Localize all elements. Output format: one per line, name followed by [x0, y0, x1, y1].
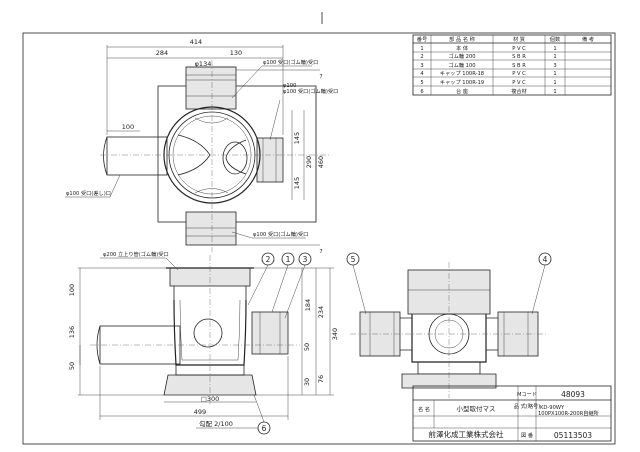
dim-145-upper: 145	[293, 132, 301, 144]
plan-right-socket	[256, 137, 284, 183]
dim-front-76: 76	[317, 375, 325, 383]
dim-front-base: □300	[201, 395, 220, 403]
balloon-6: 6	[253, 394, 271, 435]
table-cell: P V C	[512, 71, 526, 77]
table-cell: ゴム輪 100	[448, 61, 475, 69]
svg-text:5: 5	[351, 255, 356, 264]
label-bottom-socket: φ100 受口(ゴム輪)受口	[253, 230, 308, 238]
dim-130: 130	[230, 49, 242, 57]
dim-front-184: 184	[304, 299, 312, 311]
dim-290: 290	[305, 156, 313, 168]
table-cell: 複合材	[511, 87, 527, 95]
parts-table: 番号 部 品 名 称 材 質 個数 備 考 1 本 体 P V C 1 2 ゴム…	[412, 34, 612, 96]
dim-7-bottom: 7	[319, 249, 322, 255]
label-right-socket: φ100 受口(ゴム輪)受口	[283, 87, 338, 95]
svg-text:4: 4	[543, 255, 548, 264]
table-cell: 1	[553, 80, 556, 86]
svg-text:1: 1	[286, 255, 291, 264]
table-header-note: 備 考	[582, 35, 594, 43]
table-cell: P V C	[512, 80, 526, 86]
table-header-qty: 個数	[550, 35, 561, 43]
front-right-socket	[251, 311, 289, 355]
dim-7-top: 7	[319, 74, 322, 80]
label-left-socket: φ100 受口(差し)口	[66, 189, 111, 197]
dim-145-lower: 145	[293, 177, 301, 189]
model-label: 品 式(略号)	[514, 402, 540, 410]
table-cell: 3	[553, 63, 556, 69]
plan-body-outline	[157, 85, 317, 223]
name-label: 名 名	[418, 405, 430, 413]
table-cell: 本 体	[456, 44, 469, 52]
balloon-5: 5	[346, 252, 367, 315]
product-name: 小型取付マス	[457, 404, 496, 413]
balloon-2: 2	[247, 252, 275, 306]
svg-text:2: 2	[266, 255, 271, 264]
table-header-no: 番号	[417, 36, 427, 43]
dim-100-left: 100	[122, 123, 134, 131]
model-value: KD-90WY	[540, 405, 565, 411]
balloon-4: 4	[531, 252, 552, 315]
dim-front-50-right: 50	[303, 343, 311, 351]
drawing-no-label: 図 番	[521, 432, 534, 439]
table-cell: S B R	[512, 63, 526, 69]
table-cell: 5	[420, 80, 423, 86]
dim-front-50-left: 50	[68, 362, 76, 370]
table-header-name: 部 品 名 称	[449, 35, 475, 43]
dim-front-340: 340	[331, 328, 339, 340]
dim-front-136: 136	[68, 326, 76, 338]
table-cell: ゴム輪 200	[448, 52, 475, 60]
svg-text:φ100: φ100	[283, 83, 296, 89]
company-name: 前澤化成工業株式会社	[429, 429, 504, 439]
balloon-1: 1	[271, 252, 295, 313]
table-cell: P V C	[512, 46, 526, 52]
drawing-no: 05113503	[554, 431, 592, 440]
table-cell: 3	[420, 63, 423, 69]
table-cell: キャップ 100R-18	[440, 70, 484, 77]
side-view	[350, 262, 548, 398]
dim-front-499: 499	[194, 408, 206, 416]
label-slope: 勾配 2/100	[199, 419, 233, 428]
table-cell: 1	[553, 71, 556, 77]
table-cell: 4	[420, 71, 424, 77]
title-block: Mコード 48093 名 名 小型取付マス 品 式(略号) KD-90WY 10…	[412, 385, 612, 442]
plan-view: 414 284 130 φ134 100 145 145 290 460 7 7…	[65, 38, 338, 255]
plan-left-spigot	[106, 136, 168, 176]
table-cell: キャップ 100R-19	[440, 79, 484, 86]
balloon-3: 3	[284, 252, 312, 319]
dim-phi134: φ134	[195, 60, 212, 68]
dim-414: 414	[190, 38, 202, 46]
m-code-label: Mコード	[517, 391, 537, 398]
front-view: 100 136 50 184 234 340 50 30 76 □300 499…	[68, 250, 339, 429]
svg-text:6: 6	[262, 424, 267, 433]
table-cell: 2	[420, 54, 423, 60]
drawing-border	[22, 32, 616, 445]
table-cell: 1	[553, 46, 556, 52]
m-code-value: 48093	[561, 390, 585, 399]
dim-front-234: 234	[317, 306, 325, 318]
plan-bottom-socket	[185, 211, 237, 246]
table-cell: 1	[553, 54, 556, 60]
table-cell: 6	[420, 89, 423, 95]
table-cell: 台 座	[456, 87, 468, 95]
table-cell: S B R	[512, 54, 526, 60]
dim-front-100: 100	[68, 284, 76, 296]
table-cell: 1	[420, 46, 423, 52]
svg-text:3: 3	[303, 255, 308, 264]
dim-284: 284	[156, 49, 168, 57]
model-sub: 100PX100R-200R自継所	[538, 409, 599, 417]
dim-front-30: 30	[303, 378, 311, 386]
label-riser-socket: φ200 立上り管(ゴム輪)受口	[103, 250, 169, 258]
plan-top-socket	[185, 66, 237, 110]
table-header-material: 材 質	[513, 35, 525, 43]
table-cell: 1	[553, 89, 556, 95]
dim-460: 460	[317, 156, 325, 168]
label-top-socket: φ100 受口(ゴム輪)受口	[263, 58, 318, 66]
